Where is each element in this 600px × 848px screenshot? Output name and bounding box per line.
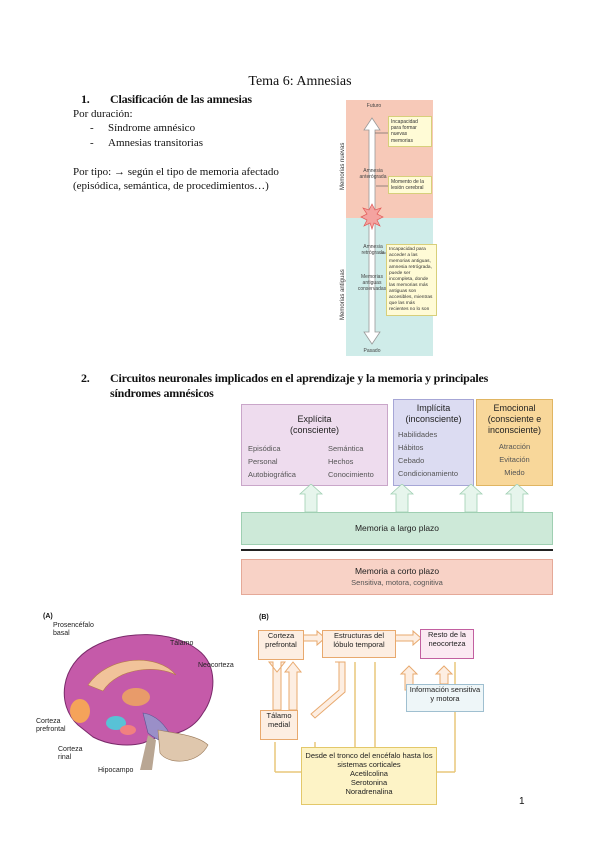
by-duration-label: Por duración: [73, 108, 133, 120]
transmitter-item: Acetilcolina [350, 769, 388, 778]
explicit-item: Autobiográfica [248, 470, 296, 479]
brain-illustration [63, 634, 214, 770]
long-term-label: Memoria a largo plazo [354, 523, 440, 533]
duration-bullet-2: - [90, 137, 94, 149]
figure-a-label: (A) [43, 613, 53, 620]
note-new-memories: Incapacidad para formar nuevas memorias [388, 116, 432, 147]
section1-heading: Clasificación de las amnesias [110, 92, 252, 106]
explicit-item: Conocimiento [328, 470, 374, 479]
amnesia-timeline-figure: Futuro Pasado Memorias nuevas Memorias a… [340, 100, 437, 356]
thalamus-label: Tálamo [170, 640, 194, 647]
by-type-line-1: Por tipo: → según el tipo de memoria afe… [73, 166, 279, 178]
rhinal-label: Corteza rinal [58, 746, 83, 761]
emotional-item: Evitación [499, 455, 530, 464]
emotional-item: Atracción [498, 442, 531, 451]
long-term-arrows [298, 484, 530, 513]
temporal-lobe-box: Estructuras del lóbulo temporal [322, 630, 396, 658]
transmitter-item: Noradrenalina [345, 787, 393, 796]
past-label: Pasado [363, 348, 381, 354]
figure-b-label: (B) [259, 614, 269, 621]
old-memories-label: Memorias antiguas [340, 269, 346, 320]
emotional-item: Miedo [504, 468, 525, 477]
section1-number: 1. [81, 92, 90, 106]
note-lesion: Momento de la lesión cerebral [388, 176, 432, 195]
section2-number: 2. [81, 371, 90, 385]
sensory-motor-info-box: Información sensitiva y motora [406, 684, 484, 712]
transmitter-item: Serotonina [350, 778, 388, 787]
explicit-title: Explícita [297, 414, 332, 424]
retrograde-label: Amnesia retrógrada [361, 244, 385, 256]
short-term-label: Memoria a corto plazo [354, 566, 440, 576]
section2-heading-line2: síndromes amnésicos [110, 386, 214, 400]
implicit-item: Condicionamiento [398, 469, 459, 478]
section2-heading-line1: Circuitos neuronales implicados en el ap… [110, 371, 489, 385]
prefrontal-cortex-box: Corteza prefrontal [258, 630, 304, 660]
oldest-memories-label: Memorias antiguas conservadas [357, 274, 387, 292]
brainstem-label: Desde el tronco del encéfalo hasta los s… [305, 751, 433, 769]
short-term-memory-box: Memoria a corto plazo Sensitiva, motora,… [241, 559, 553, 595]
neocortex-label: Neocorteza [198, 662, 234, 669]
implicit-item: Cebado [398, 456, 425, 465]
explicit-item: Episódica [248, 444, 281, 453]
lesion-burst-icon [360, 203, 384, 231]
future-label: Futuro [366, 103, 382, 109]
new-memories-label: Memorias nuevas [340, 142, 346, 190]
note-old-memories: Incapacidad para acceder a las memorias … [386, 244, 437, 316]
by-type-line-2: (episódica, semántica, de procedimientos… [73, 180, 269, 192]
explicit-item: Personal [248, 457, 278, 466]
basal-forebrain-label: Prosencéfalo basal [53, 622, 94, 637]
emotional-title: Emocional [493, 403, 536, 413]
duration-bullet-1: - [90, 122, 94, 134]
explicit-item: Hechos [328, 457, 354, 466]
timeline-arrows [360, 117, 390, 345]
emotional-memory-box: Emocional (consciente e inconsciente) At… [476, 399, 553, 486]
explicit-item: Semántica [328, 444, 364, 453]
medial-thalamus-box: Tálamo medial [260, 710, 298, 740]
prefrontal-label: Corteza prefrontal [36, 718, 66, 733]
explicit-subtitle: (consciente) [289, 425, 340, 435]
neocortex-rest-box: Resto de la neocorteza [420, 629, 474, 659]
explicit-memory-box: Explícita (consciente) Episódica Persona… [241, 404, 388, 486]
divider-line [241, 549, 553, 551]
duration-item-2: Amnesias transitorias [108, 137, 204, 149]
implicit-item: Habilidades [398, 430, 438, 439]
implicit-title: Implícita [416, 403, 451, 413]
hippocampus-label: Hipocampo [98, 767, 134, 774]
anterograde-label: Amnesia anterógrada [359, 168, 387, 180]
implicit-subtitle: (inconsciente) [405, 414, 462, 424]
page-number: 1 [519, 796, 525, 807]
emotional-subtitle-2: inconsciente) [487, 425, 542, 435]
implicit-item: Hábitos [398, 443, 424, 452]
short-term-sub: Sensitiva, motora, cognitiva [351, 578, 443, 587]
implicit-memory-box: Implícita (inconsciente) Habilidades Háb… [393, 399, 474, 486]
page-title: Tema 6: Amnesias [248, 74, 352, 89]
long-term-memory-box: Memoria a largo plazo [241, 512, 553, 545]
brainstem-box: Desde el tronco del encéfalo hasta los s… [301, 747, 437, 805]
emotional-subtitle-1: (consciente e [487, 414, 542, 424]
duration-item-1: Síndrome amnésico [108, 122, 196, 134]
